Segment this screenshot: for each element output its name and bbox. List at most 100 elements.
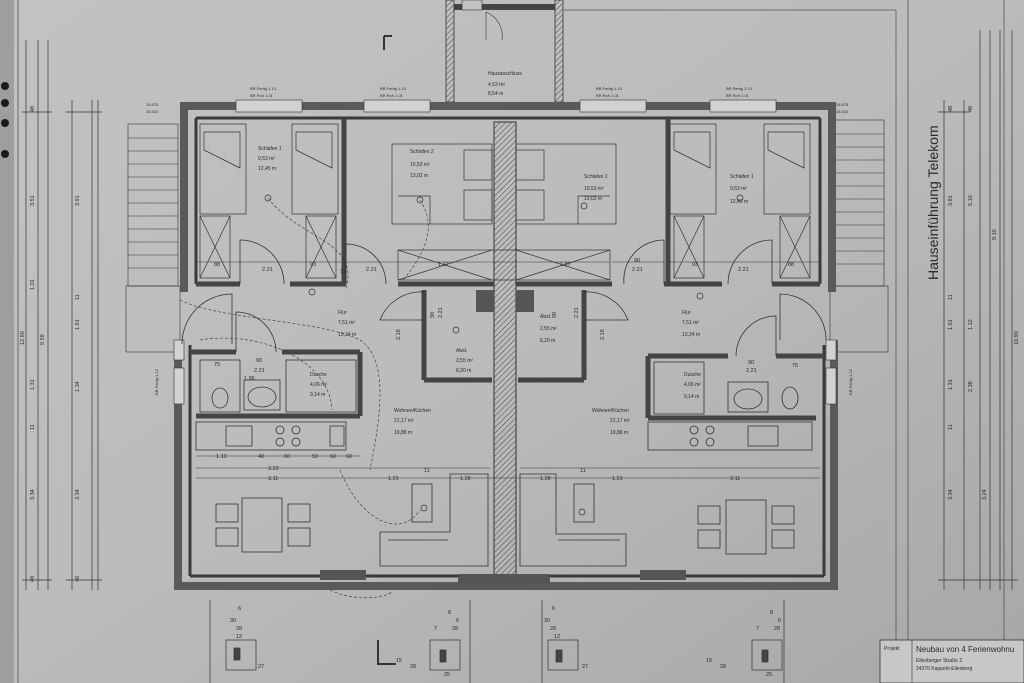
scale-mark: 12.90 (20, 331, 26, 345)
dining-sets (215, 497, 795, 555)
window-label: BR Fertig 1.12 (154, 368, 159, 395)
room-area: 9,53 m² (730, 186, 747, 192)
room-perimeter: 8,54 m (488, 91, 503, 97)
dim-label: 6 (778, 618, 781, 624)
dim-label: 1.97 (560, 262, 571, 268)
interior-walls (190, 118, 824, 421)
room-perimeter: 19,88 m (610, 430, 628, 436)
dim-label: 28 (550, 626, 556, 632)
electrical-points (264, 194, 744, 516)
window-label: BR Roh 1.01 (726, 93, 750, 98)
title-block-city: 24376 Kappeln-Ellenberg (916, 666, 973, 672)
dim-label: 3.22 (268, 466, 279, 472)
scale-mark: 2.38 (968, 381, 974, 392)
dim-label: 8 (770, 610, 773, 616)
top-windows (235, 99, 777, 113)
dim-label: 12 (554, 634, 560, 640)
dim-label: 6 (552, 606, 555, 612)
window-label: BR Roh 1.01 (380, 93, 404, 98)
room-perimeter: 13,24 m (682, 332, 700, 338)
scale-mark: 3.51 (30, 195, 36, 206)
dim-label: 1.28 (460, 476, 471, 482)
sofas (379, 473, 627, 567)
dim-label: 1.21 (612, 476, 623, 482)
electrical-lines (179, 197, 429, 599)
room-area: 4,06 m² (310, 382, 327, 388)
dim-label: 27 (582, 664, 588, 670)
scale-mark: 10.90 (1014, 331, 1020, 345)
beds (199, 123, 811, 279)
window-label: BR Roh 1.01 (250, 93, 274, 98)
right-scale-labels: 48 3.81 11 1.61 1.31 11 3.34 48 5.10 9.1… (948, 106, 1020, 500)
dim-label: 90 (748, 360, 754, 366)
scale-mark: 48 (30, 576, 36, 582)
dim-label: 2.21 (746, 368, 757, 374)
dim-label: 88 (788, 262, 794, 268)
window-label: BR Fertig 1.13 (726, 86, 753, 91)
dim-label: 93 (310, 262, 316, 268)
room-area: 2,55 m² (456, 358, 473, 364)
title-block-project: Neubau von 4 Ferienwohnu (916, 645, 1014, 654)
dim-label: 93 (692, 262, 698, 268)
dim-label: 75 (792, 363, 798, 369)
room-name: Abst. (456, 348, 467, 354)
dim-label: 8 (448, 610, 451, 616)
stub-walls (320, 290, 686, 584)
scale-mark: 1.61 (948, 319, 954, 330)
room-name: Wohnen/Küchen (592, 408, 629, 414)
title-block-street: Ellenberger Straße 2 (916, 658, 962, 664)
dim-label: 90 (552, 312, 558, 318)
room-name: Schlafen 2 (410, 149, 434, 155)
scale-mark: 1.31 (30, 379, 36, 390)
binder-edge (0, 0, 14, 683)
room-name: Schlafen 1 (258, 146, 282, 152)
room-area: 10,53 m² (410, 162, 430, 168)
room-name: Dusche (310, 372, 327, 378)
scale-mark: 9.10 (992, 229, 998, 240)
scale-mark: 3.81 (948, 195, 954, 206)
room-name: Abst. (540, 314, 551, 320)
dim-label: 2.21 (254, 368, 265, 374)
dim-label: 11 (424, 468, 430, 474)
dim-label: 12 (236, 634, 242, 640)
interior-dim-lines (196, 261, 820, 479)
title-block: Projekt Neubau von 4 Ferienwohnu Ellenbe… (879, 639, 1024, 683)
dim-label: 1.96 (244, 376, 255, 382)
room-area: 4,06 m² (684, 382, 701, 388)
room-name: Hausanschluss (488, 71, 522, 77)
scale-mark: 11 (30, 424, 36, 430)
dim-label: 88 (214, 262, 220, 268)
left-scale-labels: 48 3.51 1.01 1.31 11 3.34 48 3.91 11 1.6… (20, 106, 81, 582)
stair-level: 15.524 (836, 109, 849, 114)
dim-label: 6 (456, 618, 459, 624)
exterior-walls (174, 102, 838, 590)
dim-label: 6 (238, 606, 241, 612)
stair-level: 15.524 (146, 109, 159, 114)
scale-mark: 48 (968, 106, 974, 112)
stair-level: 15.575 (146, 102, 159, 107)
scale-mark: 1.31 (948, 379, 954, 390)
bathroom-fixtures (199, 359, 799, 415)
scale-mark: 48 (30, 106, 36, 112)
dim-label: 1.28 (540, 476, 551, 482)
dim-label: 90 (634, 258, 640, 264)
scale-mark: 5.10 (968, 195, 974, 206)
dim-label: 90 (430, 312, 436, 318)
dim-label: 28 (452, 626, 458, 632)
room-perimeter: 19,88 m (394, 430, 412, 436)
room-area: 9,53 m² (258, 156, 275, 162)
party-wall (493, 121, 517, 583)
window-label: BR Fertig 1.13 (380, 86, 407, 91)
room-name: Flur (338, 310, 347, 316)
window-label: BR Fertig 1.12 (848, 368, 853, 395)
dim-label: 1.97 (438, 262, 449, 268)
scale-mark: 46 (75, 576, 81, 582)
room-perimeter: 13,02 m (584, 196, 602, 202)
room-perimeter: 8,20 m (540, 338, 555, 344)
scale-mark: 1.12 (968, 319, 974, 330)
room-name: Flur (682, 310, 691, 316)
dim-label: 25 (766, 672, 772, 678)
scale-mark: 1.01 (30, 279, 36, 290)
binder-holes (1, 82, 9, 158)
right-stair (829, 119, 889, 353)
